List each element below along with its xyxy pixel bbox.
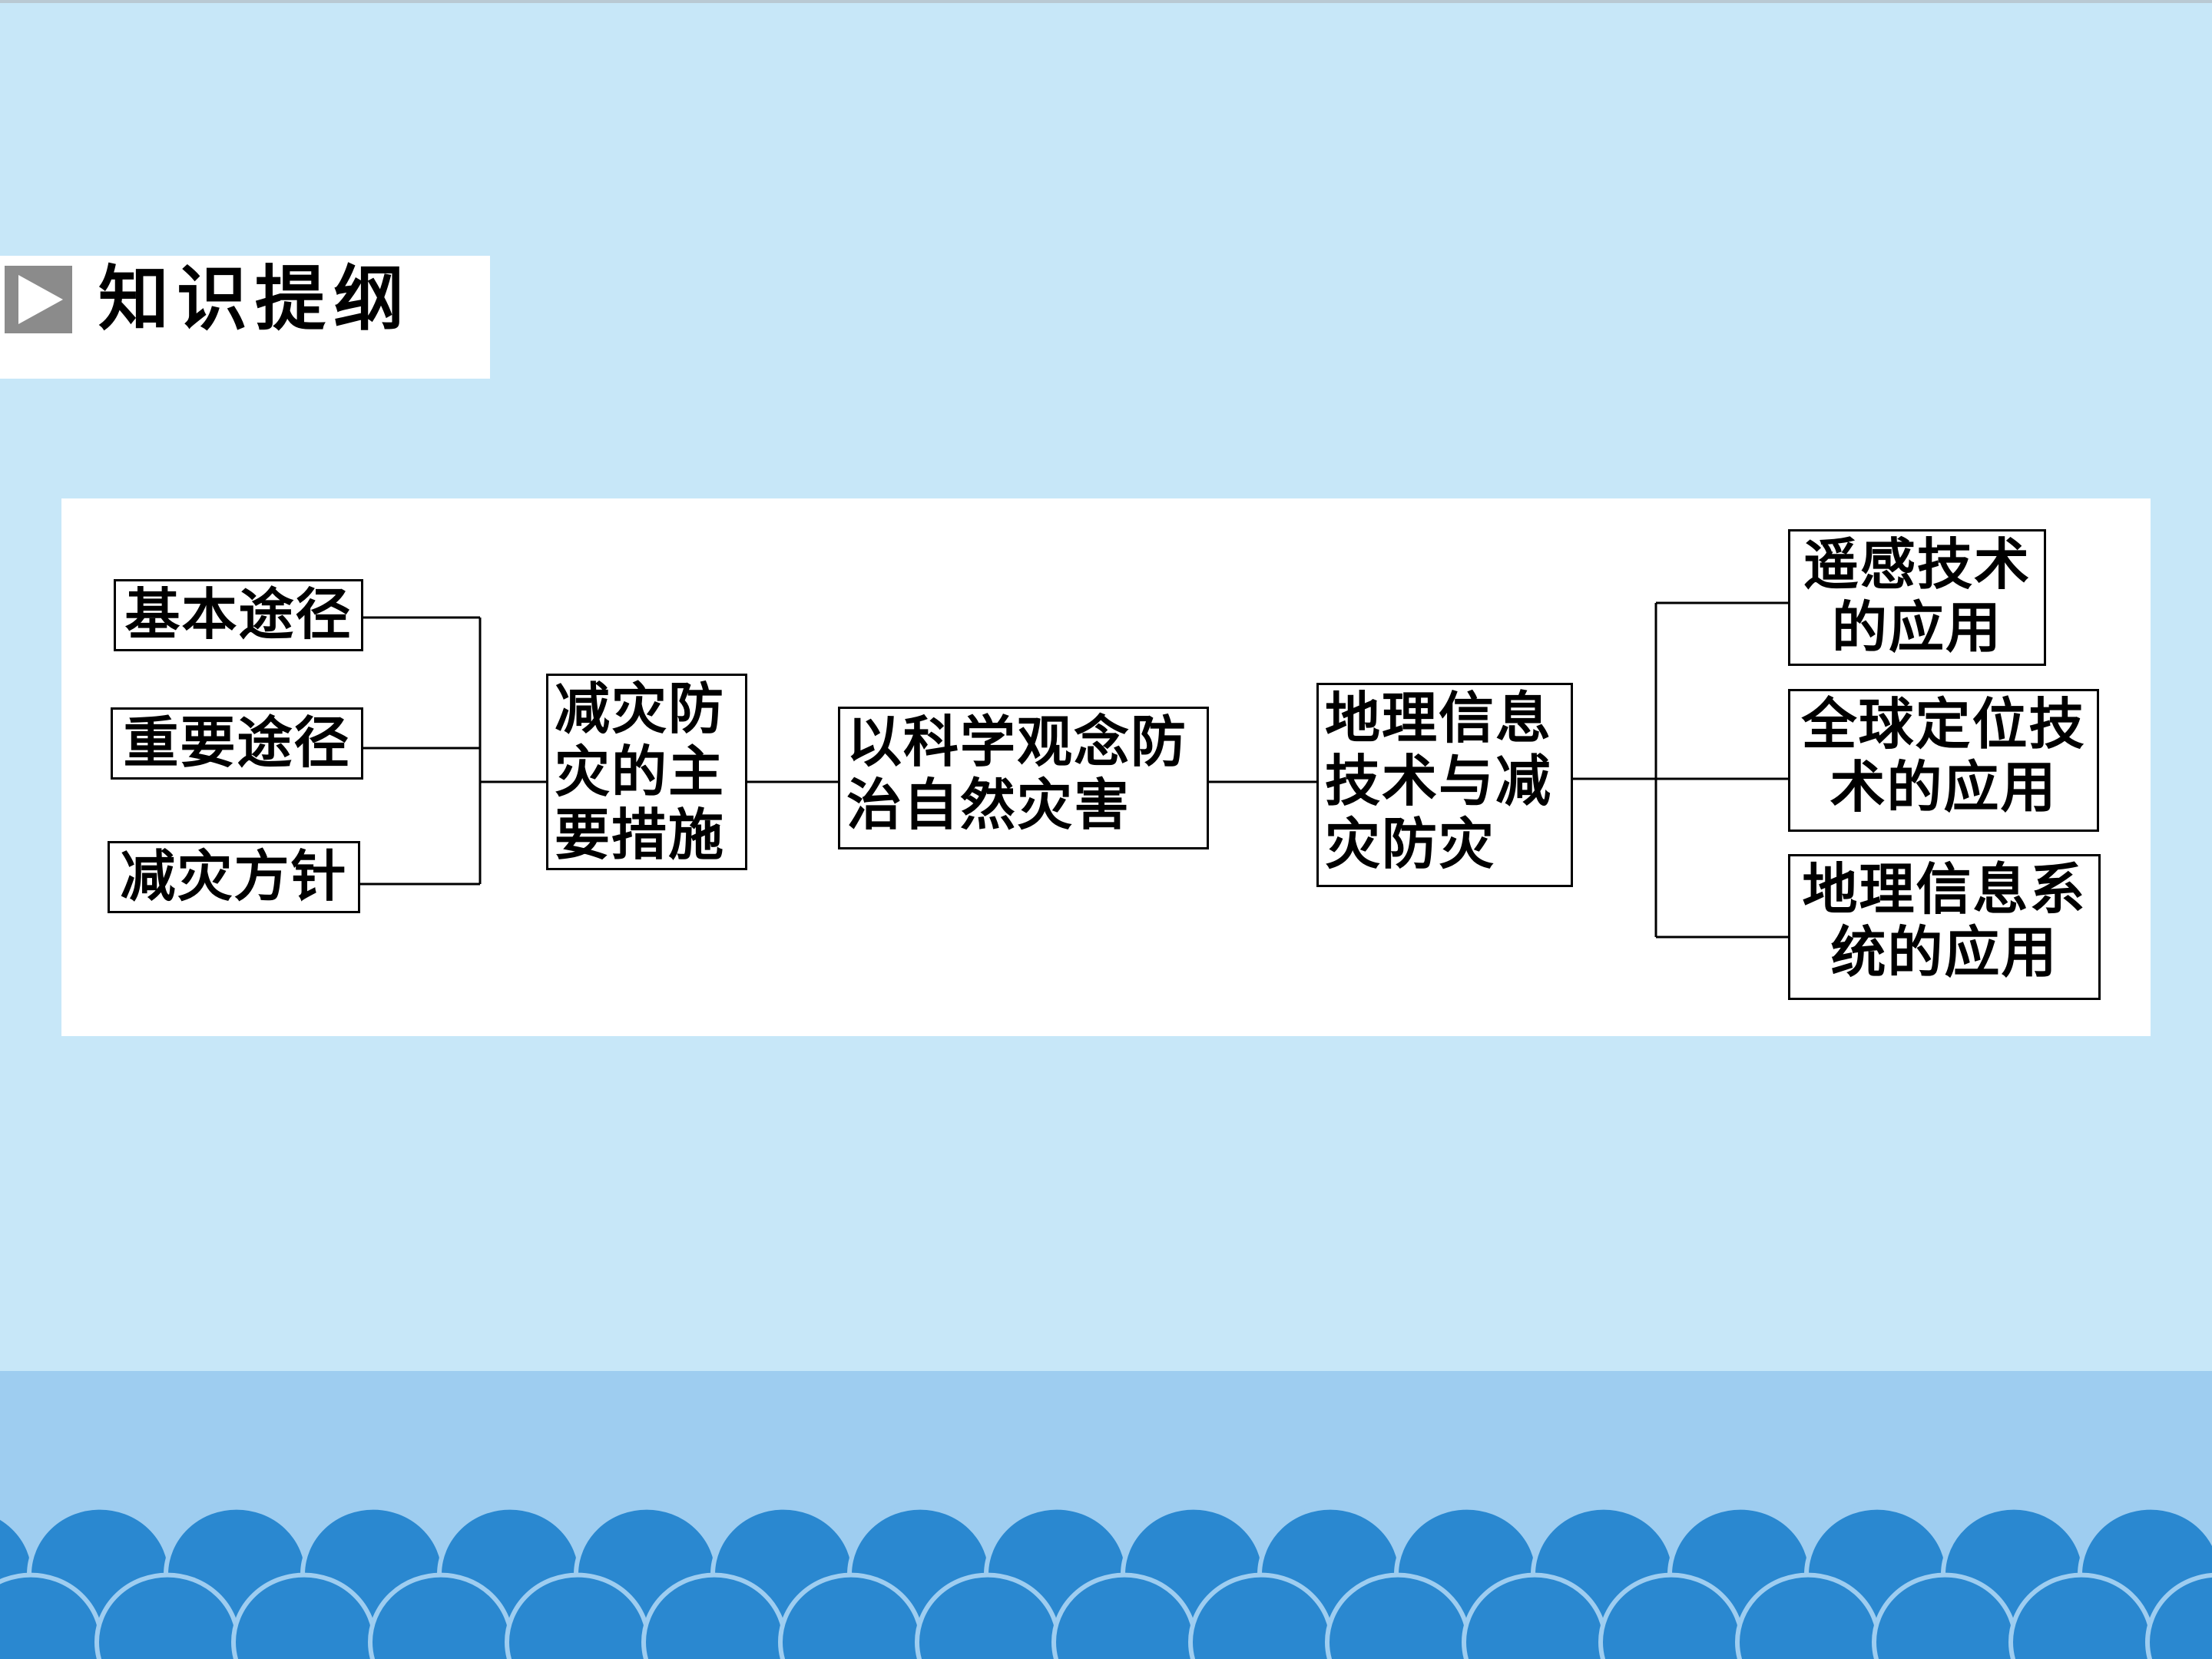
node-basic-approach: 基本途径 [114, 579, 363, 651]
node-geo-info-tech: 地理信息技术与减灾防灾 [1316, 683, 1573, 887]
connector-lines [360, 601, 1788, 939]
node-gps: 全球定位技术的应用 [1788, 689, 2099, 832]
play-triangle-icon [5, 266, 72, 333]
wave-decoration [0, 1505, 2212, 1659]
section-title: 知识提纲 [98, 258, 412, 340]
section-header [0, 256, 490, 379]
wave-crest-front [2145, 1572, 2212, 1659]
node-mitigation-policy: 减灾方针 [108, 841, 360, 913]
node-remote-sensing: 遥感技术的应用 [1788, 529, 2046, 666]
node-important-approach: 重要途径 [111, 707, 363, 780]
diagram-panel: 基本途径 重要途径 减灾方针 减灾防灾的主要措施 以科学观念防治自然灾害 地理信… [61, 498, 2151, 1036]
node-scientific-concept: 以科学观念防治自然灾害 [838, 707, 1209, 849]
node-gis: 地理信息系统的应用 [1788, 854, 2101, 1000]
node-main-measures: 减灾防灾的主要措施 [546, 674, 747, 870]
top-edge [0, 0, 2212, 3]
